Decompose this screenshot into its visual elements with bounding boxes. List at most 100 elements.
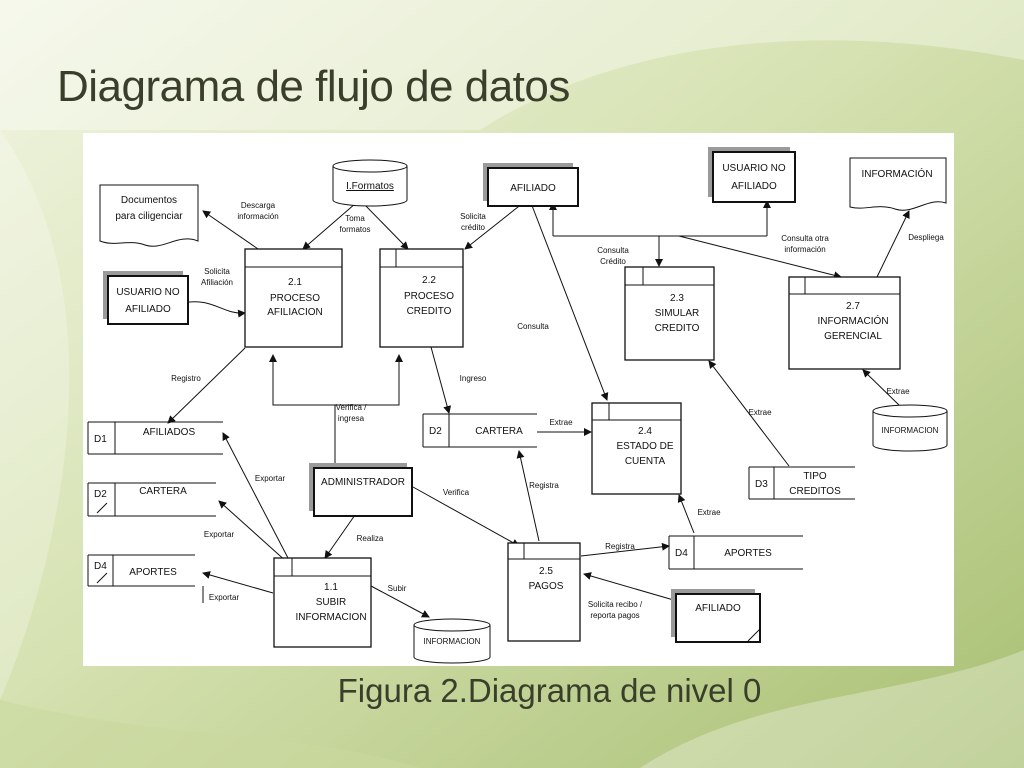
label-extrae-info: Extrae — [886, 387, 910, 396]
label-extrae-tipo: Extrae — [748, 408, 772, 417]
label-exportar-d1: Exportar — [255, 474, 286, 483]
svg-text:D4: D4 — [675, 548, 688, 559]
flow-despliega — [876, 210, 910, 278]
entity-afiliado-top: AFILIADO — [483, 163, 579, 207]
store-d2-cartera-left: D2 CARTERA — [87, 482, 216, 517]
flow-admin-to-1-1 — [324, 514, 356, 559]
label-registra-cartera: Registra — [529, 481, 559, 490]
flow-tipo-to-2-3 — [708, 360, 790, 467]
label-extrae-aportes: Extrae — [697, 508, 721, 517]
svg-text:D3: D3 — [755, 479, 768, 490]
flow-1-1-to-info — [370, 585, 430, 618]
svg-text:ADMINISTRADOR: ADMINISTRADOR — [321, 477, 405, 488]
label-subir: Subir — [388, 584, 407, 593]
svg-text:INFORMACION: INFORMACION — [424, 637, 481, 646]
store-d4-aportes-left: D4 APORTES — [87, 554, 195, 587]
label-realiza: Realiza — [357, 534, 384, 543]
flow-afiliado-to-2-4 — [530, 202, 609, 401]
flow-afiliado-to-2-5 — [583, 572, 678, 602]
label-ingreso: Ingreso — [460, 374, 487, 383]
flow-2-5-to-cartera — [516, 450, 540, 542]
cylinder-informacion-right: INFORMACION — [872, 404, 948, 452]
svg-text:I.Formatos: I.Formatos — [346, 181, 394, 192]
flow-descarga — [202, 210, 262, 252]
flow-admin-to-2-1-2-2 — [269, 354, 336, 468]
label-registra-aportes: Registra — [605, 542, 635, 551]
flow-usuario-to-2-1 — [182, 301, 246, 318]
svg-text:APORTES: APORTES — [724, 548, 772, 559]
cylinder-informacion-bottom: INFORMACION — [413, 618, 491, 664]
flow-formatos-to-2-1 — [302, 202, 357, 250]
flow-admin-bus-2-2 — [335, 354, 403, 406]
svg-text:CARTERA: CARTERA — [139, 486, 187, 497]
svg-text:D4: D4 — [94, 561, 107, 572]
label-solicita-recibo: Solicita recibo /reporta pagos — [588, 600, 643, 620]
document-informacion: INFORMACIÓN — [849, 157, 947, 211]
flow-info-to-2-7 — [862, 369, 900, 406]
flow-1-1-to-d1 — [222, 432, 289, 559]
flow-lines — [167, 200, 910, 618]
svg-text:AFILIADOS: AFILIADOS — [143, 427, 196, 438]
svg-text:D2: D2 — [94, 489, 107, 500]
flow-registro — [167, 347, 246, 424]
label-exportar-d2: Exportar — [204, 530, 235, 539]
svg-text:APORTES: APORTES — [129, 567, 177, 578]
flow-1-1-to-d2 — [218, 500, 289, 564]
flow-formatos-to-2-2 — [362, 202, 409, 250]
label-consulta: Consulta — [517, 322, 549, 331]
flow-bus-to-2-7 — [678, 235, 842, 280]
svg-text:INFORMACIÓN: INFORMACIÓN — [861, 167, 932, 180]
entity-administrador: ADMINISTRADOR — [309, 463, 413, 517]
svg-text:AFILIADO: AFILIADO — [695, 603, 741, 614]
flow-2-5-to-aportes — [580, 542, 670, 557]
label-extrae-cartera: Extrae — [549, 418, 573, 427]
store-d2-cartera-mid: D2 CARTERA — [422, 413, 537, 448]
figure-caption: Figura 2.Diagrama de nivel 0 — [337, 672, 762, 709]
store-d4-aportes-right: D4 APORTES — [668, 535, 803, 570]
flow-admin-to-2-5 — [412, 486, 520, 547]
cylinder-formatos: I.Formatos — [332, 159, 408, 207]
label-despliega: Despliega — [908, 233, 944, 242]
label-exportar-d4: Exportar — [209, 593, 240, 602]
slide-title: Diagrama de flujo de datos — [57, 62, 570, 111]
svg-text:D2: D2 — [429, 426, 442, 437]
flow-1-1-to-d4 — [202, 571, 274, 594]
label-registro: Registro — [171, 374, 201, 383]
svg-text:D1: D1 — [94, 434, 107, 445]
entity-afiliado-bottom: AFILIADO — [671, 589, 761, 643]
label-verifica: Verifica — [443, 488, 470, 497]
store-d1-afiliados: D1 AFILIADOS — [87, 421, 223, 455]
flow-afiliado-to-2-2 — [464, 202, 524, 250]
svg-text:CARTERA: CARTERA — [475, 426, 523, 437]
svg-text:INFORMACION: INFORMACION — [882, 426, 939, 435]
